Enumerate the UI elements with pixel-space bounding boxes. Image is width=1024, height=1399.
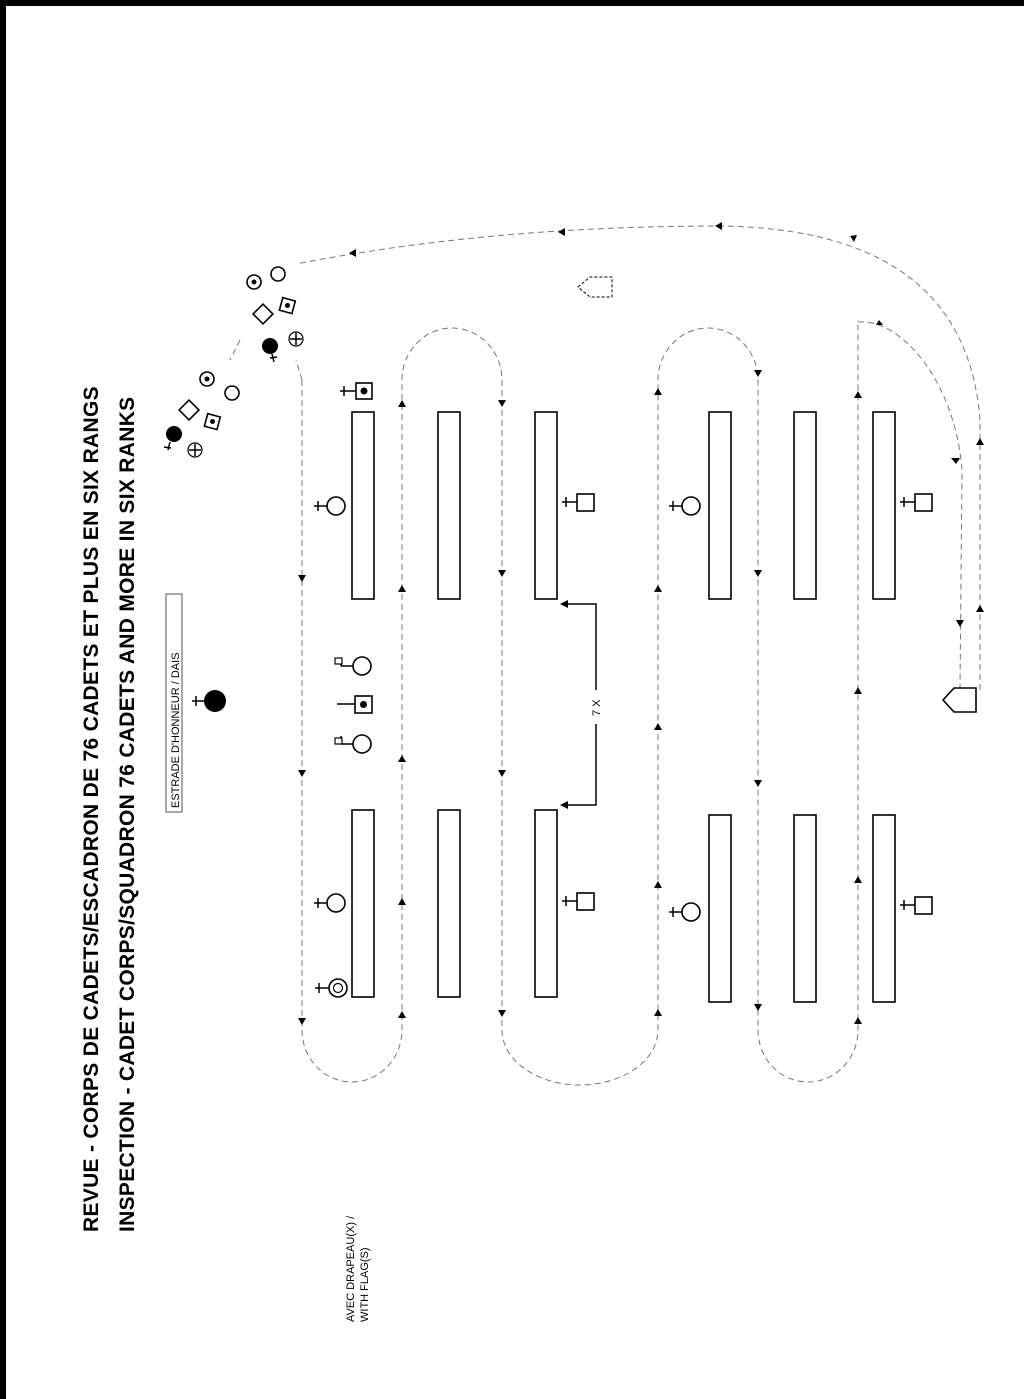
rank-2-bottom <box>437 809 461 998</box>
officer-icon <box>270 266 286 282</box>
legend-flag-line-2: WITH FLAG(S) <box>359 1247 371 1322</box>
officer-icon <box>669 902 701 922</box>
rank-1-bottom <box>351 809 375 998</box>
rank-2-top <box>437 411 461 600</box>
rank-1-top <box>351 411 375 600</box>
officer-icon <box>669 496 701 516</box>
inspection-party-group <box>163 266 304 458</box>
repeat-bracket: 7 X <box>560 600 603 809</box>
squad-leader-icon <box>177 398 201 422</box>
title-line-2: INSPECTION - CADET CORPS/SQUADRON 76 CAD… <box>116 397 139 1232</box>
repeat-label: 7 X <box>591 699 603 716</box>
rank-3-bottom <box>534 809 558 998</box>
rank-3-top <box>534 411 558 600</box>
ranks-top-half <box>351 411 896 600</box>
squad-leader-icon <box>562 493 595 512</box>
vehicle-start-icon <box>577 276 613 298</box>
dais-label: ESTRADE D'HONNEUR / DAIS <box>170 652 182 808</box>
officer-icon <box>314 496 346 516</box>
rank-4-bottom <box>708 814 732 1003</box>
squad-leader-icon <box>251 302 275 326</box>
squad-leader-icon <box>900 493 933 512</box>
squad-leader-icon <box>562 892 595 911</box>
flag-bearer-icon <box>334 656 372 676</box>
rank-4-top <box>708 411 732 600</box>
rank-5-top <box>793 411 817 600</box>
officer-icon <box>224 385 240 401</box>
commanding-officer-icon <box>315 978 348 998</box>
rank-5-bottom <box>793 814 817 1003</box>
inspection-route <box>295 222 984 1086</box>
rank-6-top <box>872 411 896 600</box>
ranks-bottom-half <box>351 809 896 1003</box>
legend-flag-line-1: AVEC DRAPEAU(X) / <box>345 1215 357 1322</box>
reviewing-officer-icon <box>192 690 226 712</box>
reviewing-party-icon <box>262 338 278 354</box>
rank-6-bottom <box>872 814 896 1003</box>
officer-icon <box>314 893 346 913</box>
reviewing-party-icon <box>166 426 182 442</box>
vehicle-icon <box>941 687 977 713</box>
dais-label-box: ESTRADE D'HONNEUR / DAIS <box>165 593 183 813</box>
warrant-officer-icon <box>340 382 373 400</box>
warrant-officer-icon <box>337 695 373 714</box>
title-line-1: REVUE - CORPS DE CADETS/ESCADRON DE 76 C… <box>80 386 103 1232</box>
flag-bearer-icon <box>334 734 372 754</box>
squad-leader-icon <box>900 896 933 915</box>
